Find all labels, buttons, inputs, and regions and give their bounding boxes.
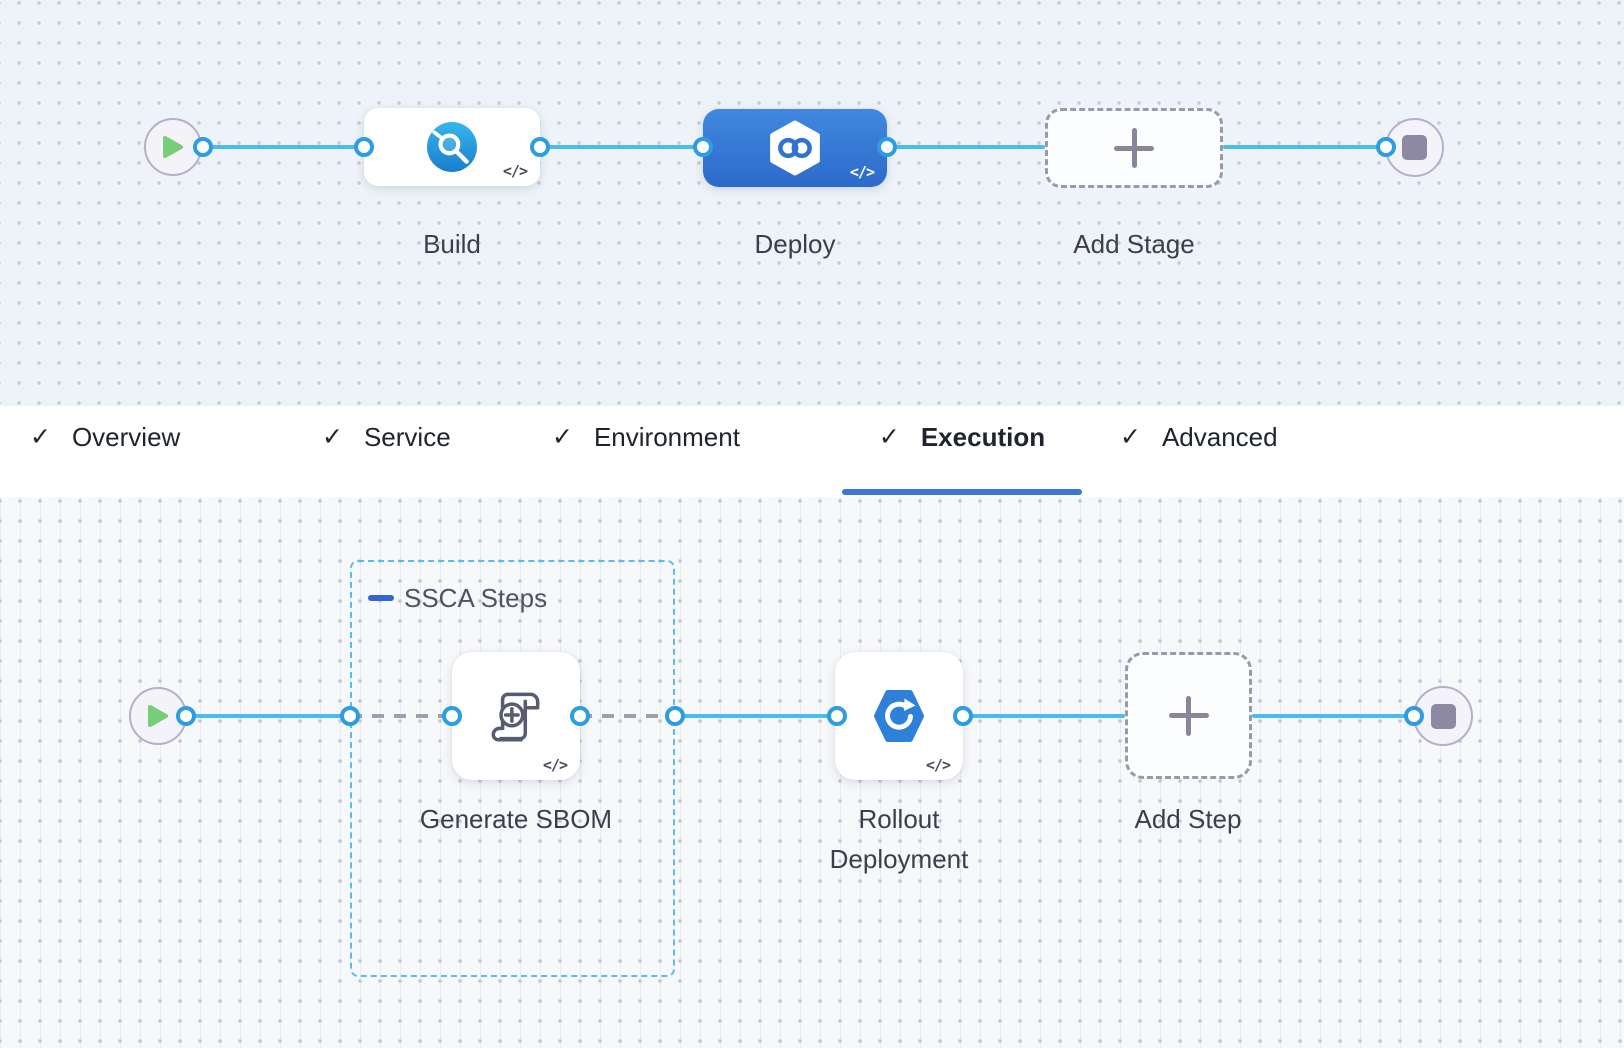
tab-service[interactable]: ✓ Service bbox=[322, 406, 451, 497]
port-deploy-in[interactable] bbox=[692, 136, 713, 157]
port-rollout-out[interactable] bbox=[952, 705, 973, 726]
wire-deploy-to-addstage bbox=[887, 145, 1045, 149]
tab-environment[interactable]: ✓ Environment bbox=[552, 406, 740, 497]
code-badge-icon: </> bbox=[925, 756, 951, 774]
port-build-in[interactable] bbox=[353, 136, 374, 157]
port-exec-end-in[interactable] bbox=[1403, 705, 1424, 726]
tab-label: Advanced bbox=[1161, 421, 1278, 452]
wire-sbom-to-groupedge bbox=[580, 714, 675, 718]
cd-harness-icon bbox=[767, 120, 823, 176]
ci-build-icon bbox=[427, 122, 477, 172]
port-sbom-in[interactable] bbox=[441, 705, 462, 726]
stage-start-node[interactable] bbox=[144, 118, 202, 176]
plus-icon bbox=[1114, 128, 1154, 168]
ssca-steps-group bbox=[350, 560, 675, 977]
tab-label: Environment bbox=[593, 421, 740, 452]
port-build-out[interactable] bbox=[529, 136, 550, 157]
stage-label-build: Build bbox=[423, 229, 481, 259]
tab-advanced[interactable]: ✓ Advanced bbox=[1120, 406, 1278, 497]
stage-config-tabbar: ✓ Overview ✓ Service ✓ Environment ✓ Exe… bbox=[0, 406, 1624, 497]
port-group-in[interactable] bbox=[339, 705, 360, 726]
port-exec-start-out[interactable] bbox=[175, 705, 196, 726]
play-icon bbox=[147, 704, 169, 728]
port-end-in[interactable] bbox=[1375, 136, 1396, 157]
stage-node-deploy[interactable]: </> bbox=[703, 109, 887, 187]
tab-label: Service bbox=[363, 421, 451, 452]
step-node-rollout-deployment[interactable]: </> bbox=[835, 652, 963, 780]
stage-node-build[interactable]: </> bbox=[364, 108, 540, 186]
execution-canvas: SSCA Steps bbox=[0, 497, 1624, 1048]
wire-start-to-build bbox=[203, 145, 364, 149]
tab-label: Execution bbox=[920, 421, 1046, 452]
stop-icon bbox=[1402, 135, 1427, 160]
wire-rollout-to-addstep bbox=[963, 714, 1125, 718]
stop-icon bbox=[1430, 703, 1456, 729]
code-badge-icon: </> bbox=[502, 162, 528, 180]
step-node-generate-sbom[interactable]: </> bbox=[452, 652, 580, 780]
wire-build-to-deploy bbox=[540, 145, 703, 149]
wire-group-to-rollout bbox=[675, 714, 837, 718]
minus-icon[interactable] bbox=[368, 595, 394, 601]
port-group-out[interactable] bbox=[664, 705, 685, 726]
step-label-generate-sbom: Generate SBOM bbox=[419, 804, 613, 834]
plus-icon bbox=[1168, 695, 1209, 736]
ssca-group-label: SSCA Steps bbox=[404, 583, 548, 613]
check-icon: ✓ bbox=[322, 423, 343, 451]
add-stage-button[interactable] bbox=[1045, 108, 1223, 188]
check-icon: ✓ bbox=[30, 423, 51, 451]
stage-canvas: </> </> Build bbox=[0, 0, 1624, 406]
port-rollout-in[interactable] bbox=[826, 705, 847, 726]
active-tab-underline bbox=[842, 489, 1082, 495]
step-label-rollout-deployment: Rollout Deployment bbox=[829, 804, 969, 874]
sbom-scroll-icon bbox=[483, 683, 549, 749]
stage-label-add-stage: Add Stage bbox=[1073, 229, 1195, 259]
wire-start-to-group bbox=[186, 714, 350, 718]
code-badge-icon: </> bbox=[542, 756, 568, 774]
wire-addstage-to-end bbox=[1223, 145, 1386, 149]
play-icon bbox=[162, 135, 184, 159]
step-label-add-step: Add Step bbox=[1134, 804, 1242, 834]
check-icon: ✓ bbox=[1120, 423, 1141, 451]
rollout-icon bbox=[871, 688, 927, 744]
tab-overview[interactable]: ✓ Overview bbox=[30, 406, 180, 497]
code-badge-icon: </> bbox=[849, 163, 875, 181]
port-sbom-out[interactable] bbox=[569, 705, 590, 726]
wire-group-to-sbom bbox=[350, 714, 452, 718]
tab-execution[interactable]: ✓ Execution bbox=[842, 406, 1082, 497]
port-deploy-out[interactable] bbox=[876, 136, 897, 157]
port-start-out[interactable] bbox=[192, 136, 213, 157]
wire-addstep-to-end bbox=[1252, 714, 1414, 718]
add-step-button[interactable] bbox=[1125, 652, 1252, 779]
tab-label: Overview bbox=[71, 421, 181, 452]
stage-label-deploy: Deploy bbox=[754, 229, 836, 259]
check-icon: ✓ bbox=[878, 423, 900, 451]
check-icon: ✓ bbox=[552, 423, 573, 451]
